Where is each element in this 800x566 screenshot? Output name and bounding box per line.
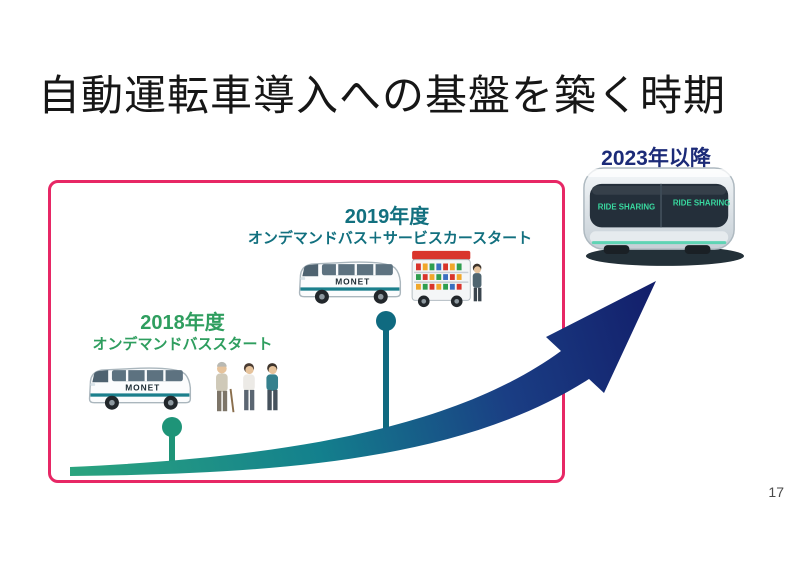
- timeline-stem-2018: [169, 433, 175, 465]
- woman-figure-2: [266, 363, 279, 411]
- milestone-2018-year: 2018年度: [140, 312, 225, 334]
- shuttle-wheels: [603, 245, 711, 255]
- woman-figure: [243, 363, 255, 411]
- monet-logo-text: MONET: [125, 383, 160, 393]
- ride-sharing-text-left: RIDE SHARING: [598, 203, 655, 212]
- monet-van-illustration-2019: MONET: [298, 261, 402, 304]
- timeline-stem-2019: [383, 328, 389, 430]
- milestone-2019-description: オンデマンドバス＋サービスカースタート: [247, 230, 533, 247]
- monet-van-illustration-2018: MONET: [88, 367, 192, 410]
- milestone-2018-description: オンデマンドバススタート: [92, 336, 273, 353]
- van-body: [88, 367, 192, 404]
- monet-logo-text: MONET: [335, 277, 370, 287]
- van-body: [298, 261, 402, 298]
- slide-title: 自動運転車導入への基盤を築く時期: [38, 72, 727, 119]
- timeline-marker-2019: [376, 311, 396, 331]
- service-car-wheels: [417, 295, 463, 308]
- service-car-illustration: [411, 250, 482, 308]
- van-wheels: [314, 289, 388, 304]
- milestone-2023-year: 2023年以降: [601, 147, 711, 170]
- autonomous-shuttle-illustration: RIDE SHARING RIDE SHARING: [583, 167, 745, 266]
- timeline-marker-2018: [162, 417, 182, 437]
- shuttle-body: [583, 167, 735, 250]
- elderly-man-figure: [216, 361, 235, 413]
- shopper-figure: [472, 263, 482, 302]
- shop-shelf-items: [416, 263, 462, 290]
- page-number: 17: [768, 484, 784, 500]
- passengers-illustration: [216, 361, 279, 413]
- van-wheels: [104, 395, 178, 410]
- ride-sharing-text-right: RIDE SHARING: [673, 199, 730, 208]
- milestone-2019-year: 2019年度: [344, 206, 430, 228]
